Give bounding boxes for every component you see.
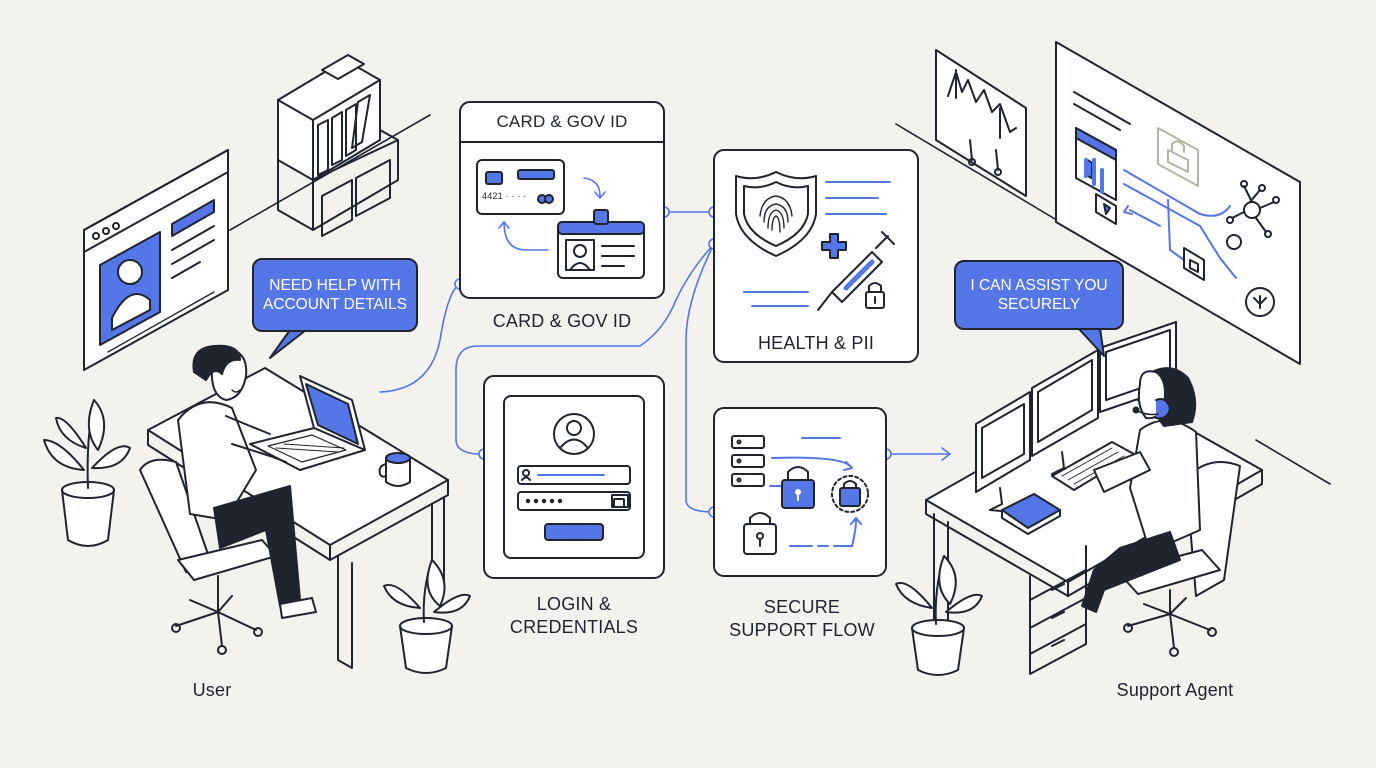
user-bubble-tail bbox=[269, 329, 307, 359]
bookshelf bbox=[277, 54, 399, 237]
secure-flow-box bbox=[713, 407, 887, 577]
user-chair bbox=[139, 458, 277, 655]
id-badge-icon bbox=[557, 209, 645, 279]
credit-card-icon bbox=[476, 159, 565, 215]
wall-dashboard bbox=[1055, 41, 1301, 365]
server-stack-icon bbox=[731, 435, 765, 487]
medical-cross-icon bbox=[821, 233, 847, 259]
connectors bbox=[379, 206, 951, 518]
book bbox=[1001, 493, 1061, 535]
health-pii-box bbox=[713, 149, 919, 363]
padlock-icon bbox=[781, 466, 815, 509]
user-speech-bubble: NEED HELP WITH ACCOUNT DETAILS bbox=[252, 258, 418, 332]
agent-bubble-tail bbox=[1077, 327, 1105, 357]
health-caption: HEALTH & PII bbox=[757, 333, 875, 353]
agent-figure bbox=[1081, 367, 1201, 613]
login-caption: LOGIN & CREDENTIALS bbox=[509, 594, 639, 637]
wall-profile-screen bbox=[83, 149, 229, 371]
plant-center-left bbox=[383, 559, 471, 674]
shield-fingerprint-icon bbox=[735, 171, 817, 257]
agent-speech-bubble: I CAN ASSIST YOU SECURELY bbox=[954, 260, 1124, 330]
card-number: 4421 · · · · bbox=[482, 191, 527, 201]
padlock-icon bbox=[831, 475, 869, 513]
right-room bbox=[895, 41, 1331, 676]
card-box-title: CARD & GOV ID bbox=[496, 112, 628, 131]
card-id-box bbox=[459, 101, 665, 299]
syringe-icon bbox=[817, 231, 895, 311]
coffee-mug bbox=[378, 452, 411, 487]
card-caption: CARD & GOV ID bbox=[492, 311, 632, 331]
wall-chart bbox=[935, 49, 1027, 197]
plant-right bbox=[895, 555, 983, 676]
padlock-icon bbox=[743, 512, 777, 555]
user-label: User bbox=[192, 680, 232, 700]
login-box bbox=[483, 375, 665, 579]
user-figure bbox=[177, 344, 317, 619]
secure-caption: SECURE SUPPORT FLOW bbox=[729, 597, 875, 640]
user-avatar-icon bbox=[553, 413, 595, 455]
agent-label: Support Agent bbox=[1116, 680, 1234, 700]
plant-left bbox=[43, 399, 131, 547]
laptop bbox=[249, 375, 366, 471]
left-room bbox=[43, 54, 471, 674]
padlock-icon bbox=[865, 282, 885, 309]
